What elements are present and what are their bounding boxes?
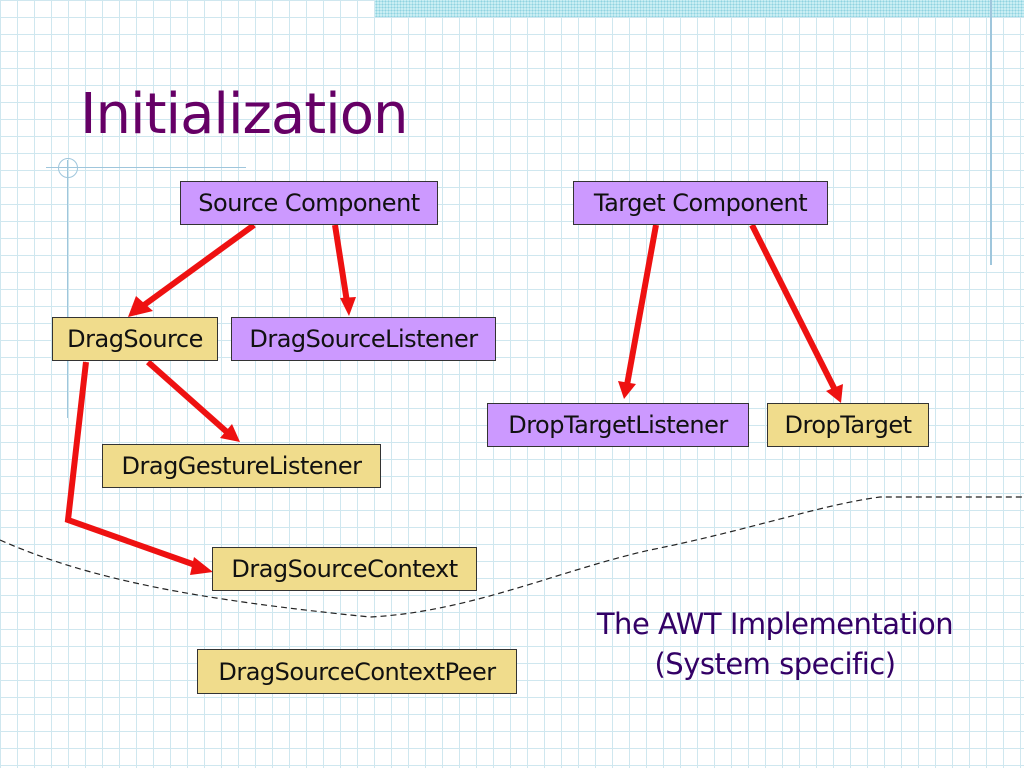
target-component-box: Target Component <box>573 181 828 225</box>
decorative-horizontal-line <box>46 167 246 168</box>
arrowhead-dragsource <box>128 296 153 317</box>
awt-implementation-note: The AWT Implementation (System specific) <box>560 604 990 684</box>
drop-target-listener-box: DropTargetListener <box>487 403 749 447</box>
drop-target-box: DropTarget <box>767 403 929 447</box>
decorative-margin-line <box>67 160 68 418</box>
arrow-source-to-dragsource <box>138 222 256 311</box>
drag-source-box: DragSource <box>52 317 218 361</box>
slide-title: Initialization <box>80 82 408 147</box>
drag-gesture-listener-box: DragGestureListener <box>102 444 381 488</box>
source-component-box: Source Component <box>180 181 438 225</box>
arrow-dragsource-to-draggesturelistener <box>146 359 230 436</box>
arrowhead-droptarget <box>826 384 843 403</box>
top-decorative-band <box>375 0 1024 17</box>
decorative-vertical-line <box>990 0 992 265</box>
system-boundary-dashed-line <box>0 496 1024 618</box>
drag-source-context-peer-box: DragSourceContextPeer <box>197 649 517 694</box>
arrowhead-draggesturelistener <box>220 424 240 442</box>
arrow-dragsource-to-dragsourcecontext <box>64 361 200 569</box>
arrow-target-to-droptargetlistener <box>624 224 659 386</box>
arrowhead-dragsourcecontext <box>190 557 213 575</box>
arrowhead-droptargetlistener <box>618 381 636 399</box>
arrow-source-to-dragsourcelistener <box>332 224 350 303</box>
drag-source-context-box: DragSourceContext <box>212 547 477 591</box>
arrow-target-to-droptarget <box>749 223 838 392</box>
decorative-ring <box>58 158 78 178</box>
awt-implementation-line: The AWT Implementation <box>596 607 954 641</box>
drag-source-listener-box: DragSourceListener <box>231 317 496 361</box>
arrowhead-dragsourcelistener <box>340 297 356 316</box>
system-specific-line: (System specific) <box>654 647 896 681</box>
